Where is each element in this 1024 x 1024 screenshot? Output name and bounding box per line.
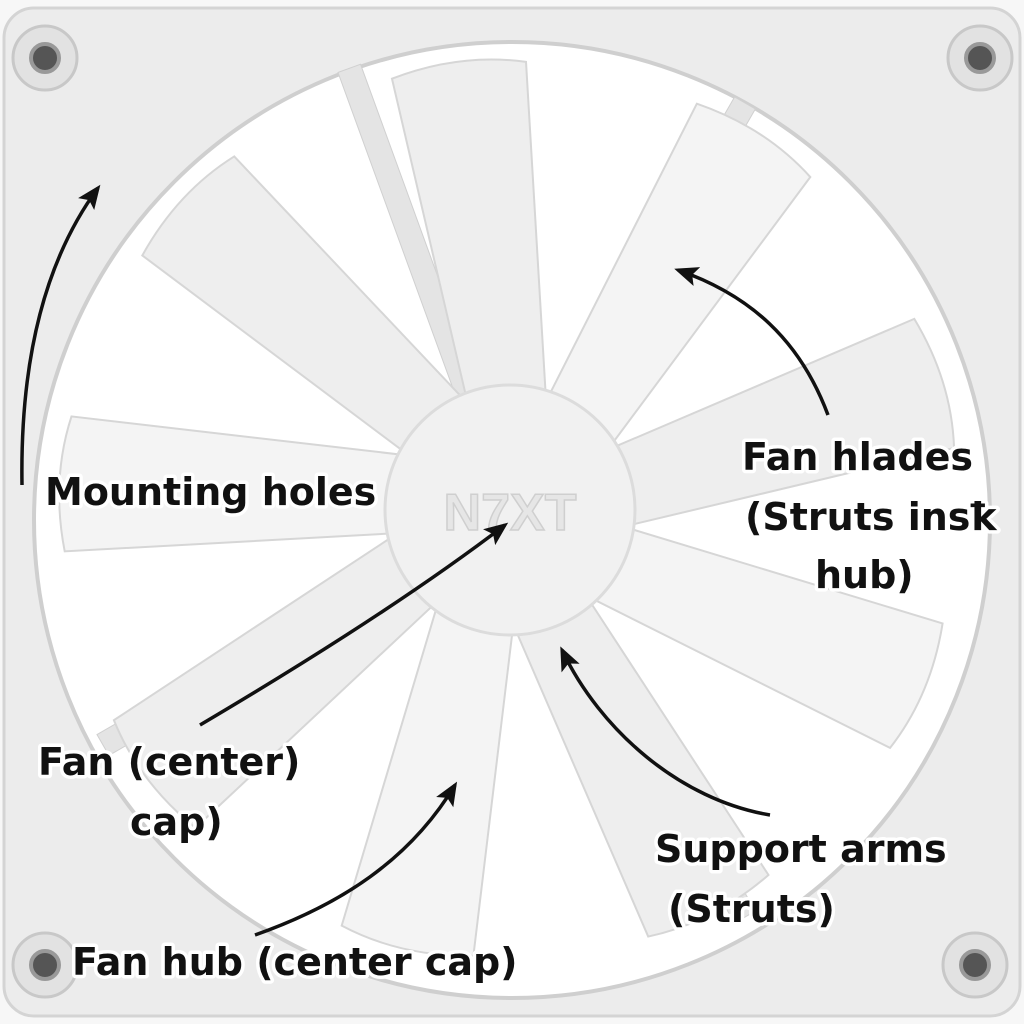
fan-blade [390, 58, 549, 425]
arrow-center-cap [199, 522, 509, 727]
arrow-support-arms [560, 646, 771, 817]
label-center-cap-2: cap) [130, 800, 223, 844]
label-fan-hub: Fan hub (center cap) [72, 940, 518, 984]
mounting-hole [11, 931, 79, 999]
annotation-arrows [20, 184, 830, 937]
mounting-hole [941, 931, 1009, 999]
fan-blade [141, 155, 480, 469]
fan-blade [535, 102, 812, 464]
arrow-fan-hub [254, 781, 458, 937]
hub-logo: N7XT [444, 484, 577, 542]
arrow-mounting-holes [20, 184, 101, 486]
fan-blade [58, 415, 426, 553]
mounting-hole [11, 24, 79, 92]
labels: Mounting holes Fan hlades (Struts insꝁ h… [35, 432, 1001, 988]
label-fan-blades-1: Fan hlades [742, 435, 973, 479]
label-fan-blades-2: (Struts insꝁ [745, 495, 997, 539]
label-mounting-holes: Mounting holes [45, 470, 376, 514]
label-support-arms-1: Support arms [655, 827, 947, 871]
mounting-holes [11, 24, 1014, 999]
label-fan-blades-3: hub) [815, 553, 914, 597]
fan-blade [587, 317, 956, 532]
arrow-fan-blades [674, 267, 830, 416]
mounting-hole [946, 24, 1014, 92]
fan-blade [571, 519, 944, 750]
fan-hub [383, 383, 637, 637]
label-support-arms-2: (Struts) [668, 887, 835, 931]
label-center-cap-1: Fan (center) [38, 740, 300, 784]
